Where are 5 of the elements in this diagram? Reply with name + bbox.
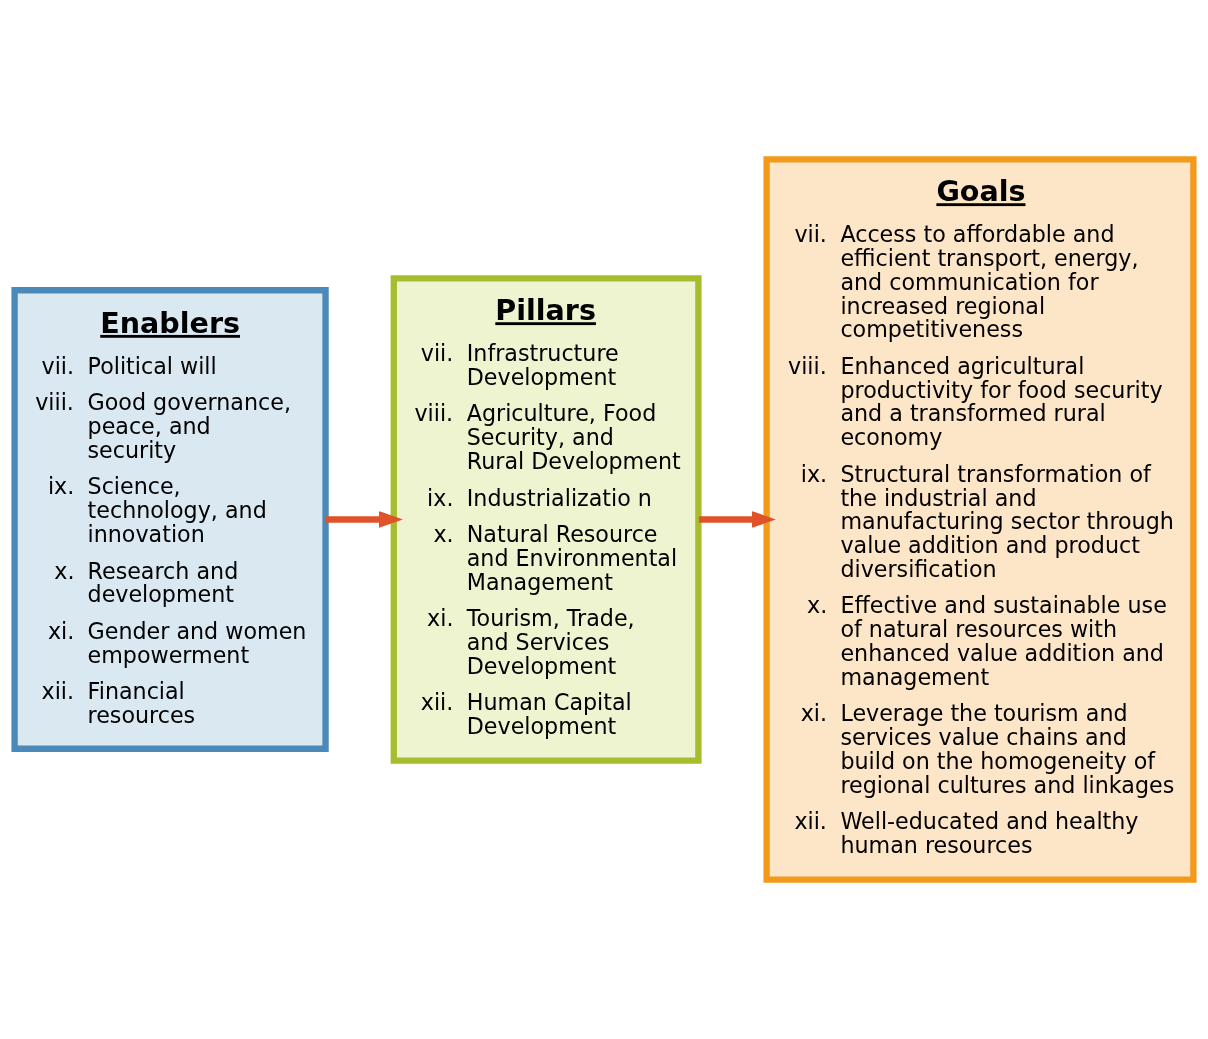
arrow	[698, 511, 776, 528]
arrow	[326, 511, 403, 528]
node-box: Goals vii. Access to affordable and efficient transport, energy, and communication for increased regional competitiveness viii. Enhanced agricultural productivity for food security and a transformed rural economy ix. Structural transformation of the industrial and manufacturing sector through value addition and product diversification x. Effective and sustainable use of natural resources with enhanced value addition and management xi. Leverage the tourism and services value chains and build on the homogeneity of regional cultures and linkages xii. Well-educated and healthy human resources	[763, 156, 1197, 883]
node-box: Pillars vii. Infrastructure Development viii. Agriculture, Food Security, and Rural Development ix. Industrializatio n x. Natural Resource and Environmental Management xi. Tourism, Trade, and Services Development xii. Human Capital Development	[390, 275, 702, 764]
node-box: Enablers vii. Political will viii. Good governance, peace, and security ix. Science, technology, and innovation x. Research and development xi. Gender and women empowerment xii. Financial resources	[11, 287, 329, 752]
